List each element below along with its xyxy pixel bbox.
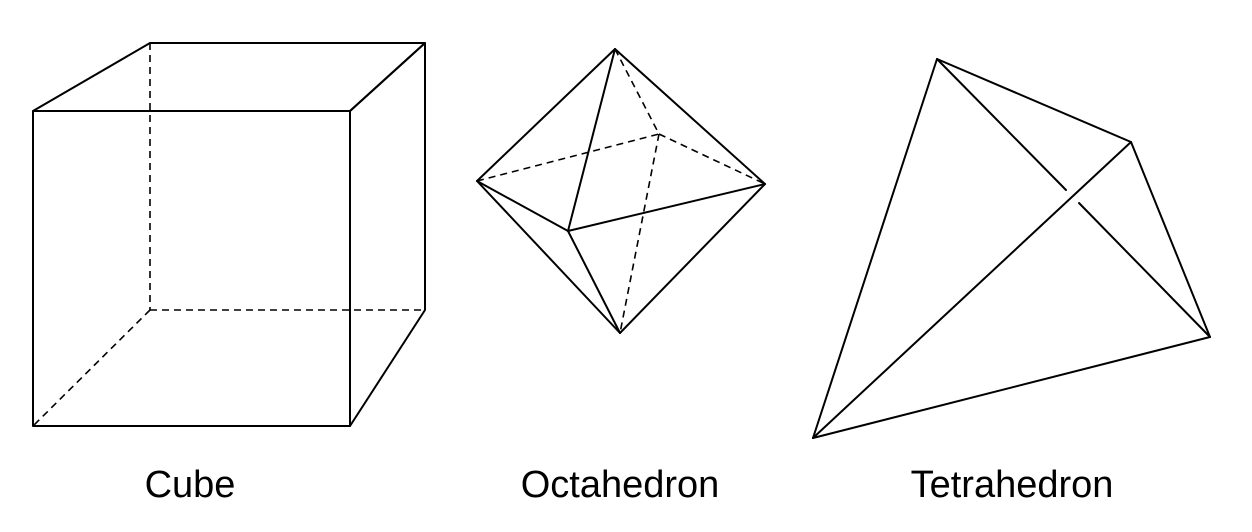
octahedron-diagram bbox=[476, 48, 766, 334]
tetrahedron-edge bbox=[812, 141, 1132, 439]
cube-hidden-edge bbox=[32, 309, 151, 427]
tetrahedron-edge bbox=[1078, 202, 1211, 338]
tetrahedron-diagram bbox=[812, 58, 1211, 439]
octahedron-edge bbox=[476, 180, 569, 232]
tetrahedron-edge bbox=[936, 58, 1067, 191]
octahedron-hidden-edge bbox=[619, 133, 660, 334]
tetrahedron-edge bbox=[936, 58, 1132, 143]
cube-label: Cube bbox=[144, 464, 236, 506]
cube-side-face bbox=[349, 42, 426, 427]
tetrahedron-edge bbox=[1130, 141, 1211, 338]
octahedron-label: Octahedron bbox=[520, 464, 720, 506]
tetrahedron-label: Tetrahedron bbox=[910, 464, 1114, 506]
octahedron-hidden-edge bbox=[476, 133, 660, 182]
octahedron-edge bbox=[614, 48, 766, 185]
octahedron-edge bbox=[476, 180, 621, 334]
octahedron-edge bbox=[567, 183, 766, 232]
octahedron-hidden-edge bbox=[658, 133, 766, 185]
octahedron-edge bbox=[567, 48, 616, 232]
tetrahedron-edge bbox=[812, 336, 1211, 439]
tetrahedron-edge bbox=[812, 58, 938, 439]
octahedron-hidden-edge bbox=[614, 48, 660, 135]
cube-diagram bbox=[32, 42, 426, 427]
cube-top-face bbox=[32, 42, 426, 112]
octahedron-edge bbox=[619, 183, 766, 334]
octahedron-edge bbox=[476, 48, 616, 182]
octahedron-edge bbox=[567, 230, 621, 334]
